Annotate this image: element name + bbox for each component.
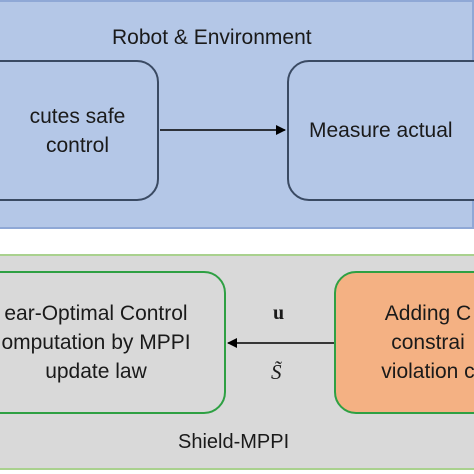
control-u-label: u (273, 302, 285, 324)
adding-constraint-line1: Adding C (384, 302, 472, 325)
executes-safe-control-line1: cutes safe (29, 104, 126, 128)
adding-constraint-line2: constrai (391, 331, 465, 354)
measure-actual-box: Measure actual (287, 60, 474, 201)
executes-safe-control-box: cutes safe control (0, 60, 159, 201)
adding-constraint-line3: violation c (381, 360, 474, 383)
cost-s-tilde-label: S̃ (271, 360, 282, 384)
executes-safe-control-line2: control (45, 133, 110, 157)
measure-actual-line1: Measure actual (309, 119, 453, 142)
mppi-control-line2: omputation by MPPI (1, 331, 191, 354)
mppi-control-computation-box: ear-Optimal Control omputation by MPPI u… (0, 271, 226, 414)
adding-constraint-violation-box: Adding C constrai violation c (334, 271, 474, 414)
robot-environment-title: Robot & Environment (112, 26, 312, 49)
mppi-control-line3: update law (45, 360, 147, 383)
shield-mppi-title: Shield-MPPI (178, 431, 290, 453)
mppi-control-line1: ear-Optimal Control (4, 302, 188, 325)
